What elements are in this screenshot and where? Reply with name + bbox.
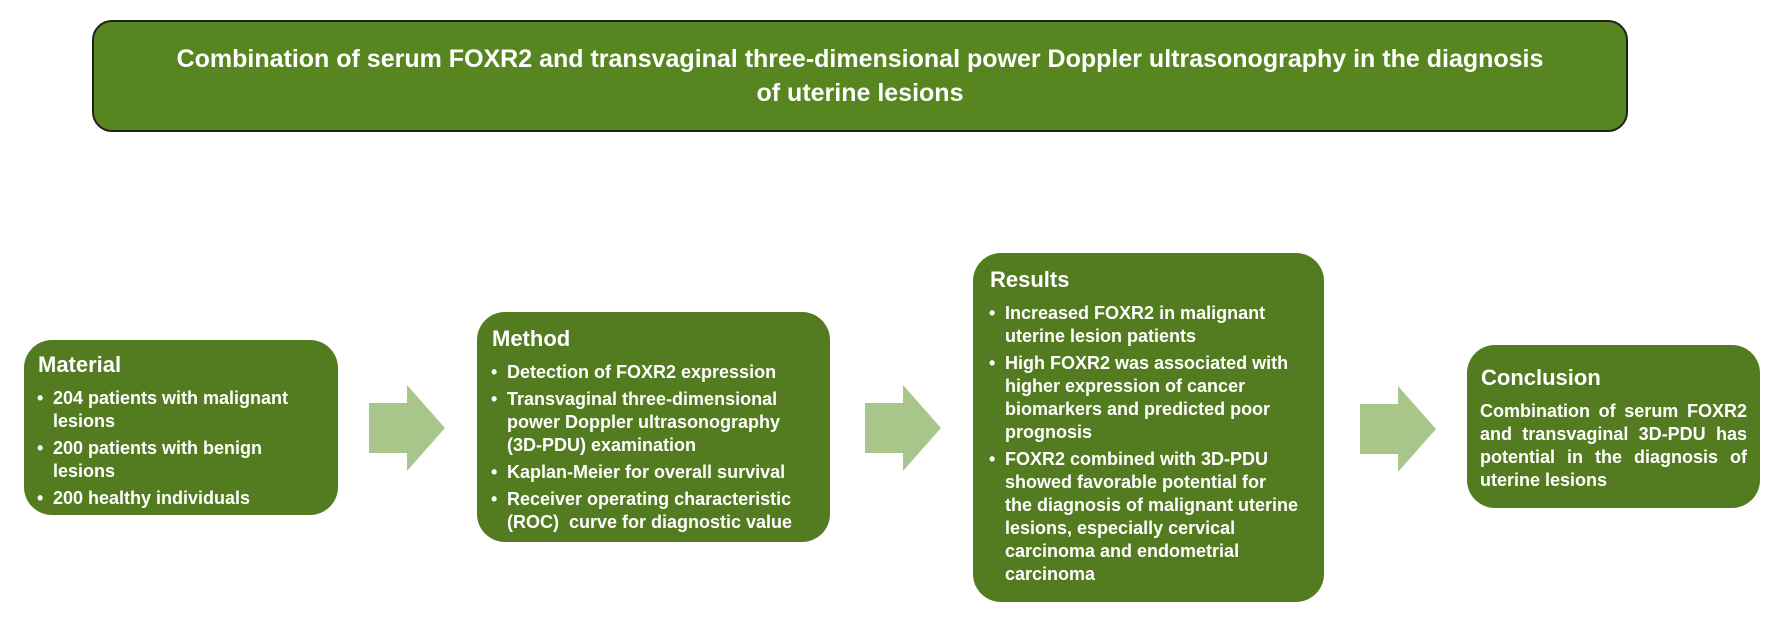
- text-line: Kaplan-Meier for overall survival: [507, 462, 786, 482]
- bullet-icon: •: [491, 489, 498, 509]
- text-line: lesions, especially cervical: [1005, 518, 1236, 538]
- method-bullet-list: • Detection of FOXR2 expression • Transvagi…: [491, 361, 820, 534]
- page-title: Combination of serum FOXR2 and transvagi…: [177, 42, 1544, 110]
- text-line: higher expression of cancer: [1005, 376, 1246, 396]
- bullet-icon: •: [491, 362, 498, 382]
- text-line: uterine lesions: [1480, 470, 1608, 490]
- bullet-icon: •: [989, 353, 996, 373]
- text-line: FOXR2 combined with 3D-PDU: [1005, 449, 1269, 469]
- bullet-text: Increased FOXR2 in malignant uterine lesi…: [1005, 302, 1265, 348]
- text-line: biomarkers and predicted poor: [1005, 399, 1271, 419]
- flow-arrow-material-to-method-icon: [369, 385, 445, 471]
- text-line: 204 patients with malignant: [53, 388, 289, 408]
- text-line: prognosis: [1005, 422, 1093, 442]
- bullet-icon: •: [491, 389, 498, 409]
- text-line: showed favorable potential for: [1005, 472, 1267, 492]
- text-line: High FOXR2 was associated with: [1005, 353, 1289, 373]
- text-line: Increased FOXR2 in malignant: [1005, 303, 1266, 323]
- bullet-item: • 204 patients with malignant lesions: [37, 387, 328, 433]
- bullet-item: • Receiver operating characteristic (ROC) …: [491, 488, 820, 534]
- bullet-icon: •: [37, 488, 44, 508]
- bullet-item: • FOXR2 combined with 3D-PDU showed favora…: [989, 448, 1314, 586]
- results-box: Results • Increased FOXR2 in malignant ute…: [973, 253, 1324, 602]
- bullet-item: • Kaplan-Meier for overall survival: [491, 461, 820, 484]
- text-line: Transvaginal three-dimensional: [507, 389, 778, 409]
- bullet-text: 200 healthy individuals: [53, 487, 250, 510]
- text-line: carcinoma and endometrial: [1005, 541, 1240, 561]
- text-line: lesions: [53, 411, 116, 431]
- text-line: potential in the diagnosis of: [1480, 447, 1747, 467]
- bullet-item: • Increased FOXR2 in malignant uterine les…: [989, 302, 1314, 348]
- bullet-item: • High FOXR2 was associated with higher ex…: [989, 352, 1314, 444]
- bullet-text: 200 patients with benign lesions: [53, 437, 262, 483]
- text-line: (3D-PDU) examination: [507, 435, 697, 455]
- material-box: Material • 204 patients with malignant les…: [24, 340, 338, 515]
- text-line: 200 healthy individuals: [53, 488, 251, 508]
- bullet-icon: •: [989, 449, 996, 469]
- bullet-item: • Transvaginal three-dimensional power Dop…: [491, 388, 820, 457]
- bullet-text: Receiver operating characteristic (ROC) c…: [507, 488, 792, 534]
- text-line: Detection of FOXR2 expression: [507, 362, 777, 382]
- method-box: Method • Detection of FOXR2 expression • Tr…: [477, 312, 830, 542]
- text-line: (ROC) curve for diagnostic value: [507, 512, 793, 532]
- title-box: Combination of serum FOXR2 and transvagi…: [92, 20, 1628, 132]
- text-line: uterine lesion patients: [1005, 326, 1197, 346]
- text-line: Receiver operating characteristic: [507, 489, 792, 509]
- text-line: power Doppler ultrasonography: [507, 412, 781, 432]
- bullet-icon: •: [989, 303, 996, 323]
- text-line: lesions: [53, 461, 116, 481]
- bullet-icon: •: [37, 388, 44, 408]
- bullet-icon: •: [37, 438, 44, 458]
- flow-arrow-method-to-results-icon: [865, 385, 941, 471]
- results-bullet-list: • Increased FOXR2 in malignant uterine les…: [989, 302, 1314, 586]
- bullet-text: FOXR2 combined with 3D-PDU showed favorab…: [1005, 448, 1298, 586]
- conclusion-text: Combination of serum FOXR2 and transvagin…: [1480, 400, 1747, 492]
- text-line: and transvaginal 3D-PDU has: [1480, 424, 1747, 444]
- bullet-item: • 200 healthy individuals: [37, 487, 328, 510]
- results-heading: Results: [990, 267, 1070, 292]
- bullet-text: High FOXR2 was associated with higher exp…: [1005, 352, 1288, 444]
- text-line: Combination of serum FOXR2: [1480, 401, 1747, 421]
- material-heading: Material: [38, 352, 122, 377]
- text-line: the diagnosis of malignant uterine: [1005, 495, 1299, 515]
- text-line: of uterine lesions: [756, 79, 964, 107]
- bullet-item: • Detection of FOXR2 expression: [491, 361, 820, 384]
- text-line: carcinoma: [1005, 564, 1096, 584]
- material-bullet-list: • 204 patients with malignant lesions • 200 …: [37, 387, 328, 510]
- text-line: Combination of serum FOXR2 and transvagi…: [176, 45, 1544, 73]
- bullet-icon: •: [491, 462, 498, 482]
- conclusion-heading: Conclusion: [1481, 365, 1601, 390]
- method-heading: Method: [492, 326, 571, 351]
- bullet-text: 204 patients with malignant lesions: [53, 387, 288, 433]
- flow-arrow-results-to-conclusion-icon: [1360, 386, 1436, 472]
- bullet-text: Kaplan-Meier for overall survival: [507, 461, 785, 484]
- bullet-text: Transvaginal three-dimensional power Dopp…: [507, 388, 780, 457]
- text-line: 200 patients with benign: [53, 438, 263, 458]
- bullet-text: Detection of FOXR2 expression: [507, 361, 776, 384]
- conclusion-box: Conclusion Combination of serum FOXR2 and…: [1467, 345, 1760, 508]
- bullet-item: • 200 patients with benign lesions: [37, 437, 328, 483]
